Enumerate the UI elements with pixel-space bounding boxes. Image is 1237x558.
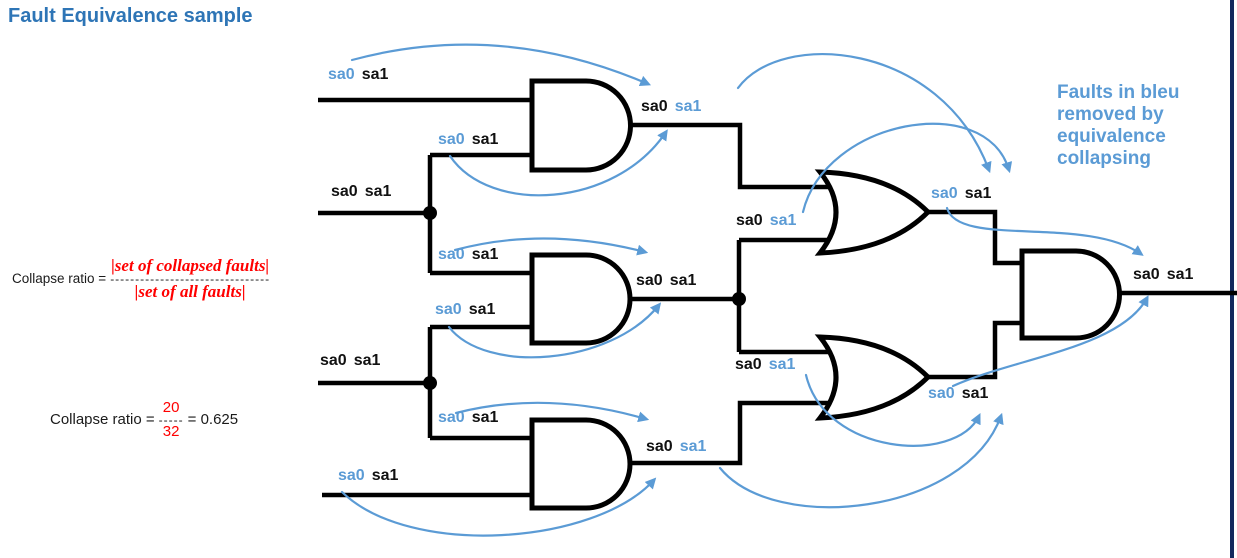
and3-out-sa0-fault: sa0 xyxy=(646,438,673,455)
and2-bottom-in-sa0-fault: sa0 xyxy=(435,301,462,318)
input1-sa0-fault: sa0 xyxy=(328,66,355,83)
fault-label-and2-top-in: sa0 sa1 xyxy=(438,246,498,264)
fault-label-and2-out-stem: sa0 sa1 xyxy=(636,272,696,290)
or2-top-in-sa0-fault: sa0 xyxy=(735,356,762,373)
or1-gate xyxy=(814,169,932,256)
input2-stem-sa1-fault: sa1 xyxy=(364,183,392,200)
fault-label-and1-out: sa0 sa1 xyxy=(641,98,701,116)
formula-prefix: Collapse ratio = xyxy=(12,271,107,287)
arrow-and3topin-to-and3out xyxy=(454,401,650,423)
formula-denominator: 32 xyxy=(162,422,180,440)
or2-top-in-sa1-fault: sa1 xyxy=(768,356,796,373)
wire-and1-to-or1 xyxy=(626,122,846,190)
and1-out-sa0-fault: sa0 xyxy=(641,98,668,115)
arrow-or2out-to-and4out xyxy=(951,295,1149,388)
fault-label-and1-bottom-in: sa0 sa1 xyxy=(438,131,498,149)
arrow-or2in-to-or2out xyxy=(804,373,981,447)
or2-out-sa1-fault: sa1 xyxy=(961,385,989,402)
slide-right-border xyxy=(1230,0,1234,558)
fault-label-or1-out: sa0 sa1 xyxy=(931,185,991,203)
wire-or1-to-and4 xyxy=(924,209,1026,266)
or2-out-sa0-fault: sa0 xyxy=(928,385,955,402)
arrow-and1in-to-and1out xyxy=(448,129,668,197)
and3-gate xyxy=(529,417,633,511)
formula-divider: -------------------------------- xyxy=(110,271,271,286)
formula-prefix: Collapse ratio = xyxy=(50,411,155,429)
fault-label-input2-stem: sa0 sa1 xyxy=(331,183,391,201)
arrow-input1-to-and1out xyxy=(350,43,652,86)
or1-out-sa1-fault: sa1 xyxy=(964,185,992,202)
wire-or2-to-and4 xyxy=(924,320,1026,380)
fanout-dots xyxy=(423,206,746,390)
and4-out-sa1-fault: sa1 xyxy=(1166,266,1194,283)
and2-out-stem-sa1-fault: sa1 xyxy=(669,272,697,289)
formula-result: = 0.625 xyxy=(187,411,239,429)
or1-out-sa0-fault: sa0 xyxy=(931,185,958,202)
and3-top-in-sa0-fault: sa0 xyxy=(438,409,465,426)
collapse-ratio-formula-symbolic: Collapse ratio = |set of collapsed fault… xyxy=(12,257,274,301)
or2-gate xyxy=(814,334,932,421)
and4-out-sa0-fault: sa0 xyxy=(1133,266,1160,283)
and3-out-sa1-fault: sa1 xyxy=(679,438,707,455)
arrow-input4-to-and3out xyxy=(340,477,657,537)
fanout-dot-and2-out xyxy=(732,292,746,306)
and2-top-in-sa1-fault: sa1 xyxy=(471,246,499,263)
fault-label-and3-out: sa0 sa1 xyxy=(646,438,706,456)
input2-stem-sa0-fault: sa0 xyxy=(331,183,358,200)
and1-out-sa1-fault: sa1 xyxy=(674,98,702,115)
side-note-line: Faults in bleu xyxy=(1057,82,1180,103)
arrow-or1out-to-and4out xyxy=(945,206,1144,256)
fault-label-input3-stem: sa0 sa1 xyxy=(320,352,380,370)
equivalence-arrows xyxy=(340,43,1149,537)
and1-bottom-in-sa0-fault: sa0 xyxy=(438,131,465,148)
side-note: Faults in bleu removed by equivalence co… xyxy=(1057,82,1227,170)
gates xyxy=(529,78,1122,511)
arrow-and1out-to-or1out xyxy=(736,53,992,174)
input3-stem-sa1-fault: sa1 xyxy=(353,352,381,369)
fanout-dot-input3 xyxy=(423,376,437,390)
and3-top-in-sa1-fault: sa1 xyxy=(471,409,499,426)
fanout-dot-input2 xyxy=(423,206,437,220)
formula-denominator: |set of all faults| xyxy=(134,281,246,301)
input4-sa1-fault: sa1 xyxy=(371,467,399,484)
fault-label-and2-bottom-in: sa0 sa1 xyxy=(435,301,495,319)
fault-label-and4-out: sa0 sa1 xyxy=(1133,266,1193,284)
and2-out-stem-sa0-fault: sa0 xyxy=(636,272,663,289)
arrow-and3out-to-or2out xyxy=(718,412,1004,509)
input1-sa1-fault: sa1 xyxy=(361,66,389,83)
input3-stem-sa0-fault: sa0 xyxy=(320,352,347,369)
and4-gate xyxy=(1019,248,1122,341)
fault-label-input4: sa0 sa1 xyxy=(338,467,398,485)
fault-label-or1-bottom-in: sa0 sa1 xyxy=(736,212,796,230)
arrow-and2topin-to-and2out xyxy=(453,237,649,256)
side-note-line: collapsing xyxy=(1057,148,1151,169)
fault-label-and3-top-in: sa0 sa1 xyxy=(438,409,498,427)
and2-gate xyxy=(529,252,633,346)
side-note-line: equivalence xyxy=(1057,126,1166,147)
fault-label-or2-out: sa0 sa1 xyxy=(928,385,988,403)
side-note-line: removed by xyxy=(1057,104,1164,125)
or1-bottom-in-sa1-fault: sa1 xyxy=(769,212,797,229)
formula-fraction: |set of collapsed faults| --------------… xyxy=(110,257,270,301)
and1-gate xyxy=(529,78,633,173)
arrow-and2botin-to-and2out xyxy=(447,302,662,359)
formula-numerator: |set of collapsed faults| xyxy=(111,256,270,275)
and2-bottom-in-sa1-fault: sa1 xyxy=(468,301,496,318)
page-title: Fault Equivalence sample xyxy=(8,5,253,27)
formula-numerator: 20 xyxy=(162,399,180,416)
wires xyxy=(318,97,1026,498)
and2-top-in-sa0-fault: sa0 xyxy=(438,246,465,263)
formula-divider: ----- xyxy=(158,412,184,427)
formula-fraction: 20 ----- 32 xyxy=(159,400,184,440)
input4-sa0-fault: sa0 xyxy=(338,467,365,484)
wire-and3-to-or2 xyxy=(626,400,846,466)
fault-label-input1: sa0 sa1 xyxy=(328,66,388,84)
or1-bottom-in-sa0-fault: sa0 xyxy=(736,212,763,229)
and1-bottom-in-sa1-fault: sa1 xyxy=(471,131,499,148)
collapse-ratio-formula-numeric: Collapse ratio = 20 ----- 32 = 0.625 xyxy=(50,400,238,440)
arrow-or1in-to-or1out xyxy=(801,122,1013,214)
fault-label-or2-top-in: sa0 sa1 xyxy=(735,356,795,374)
